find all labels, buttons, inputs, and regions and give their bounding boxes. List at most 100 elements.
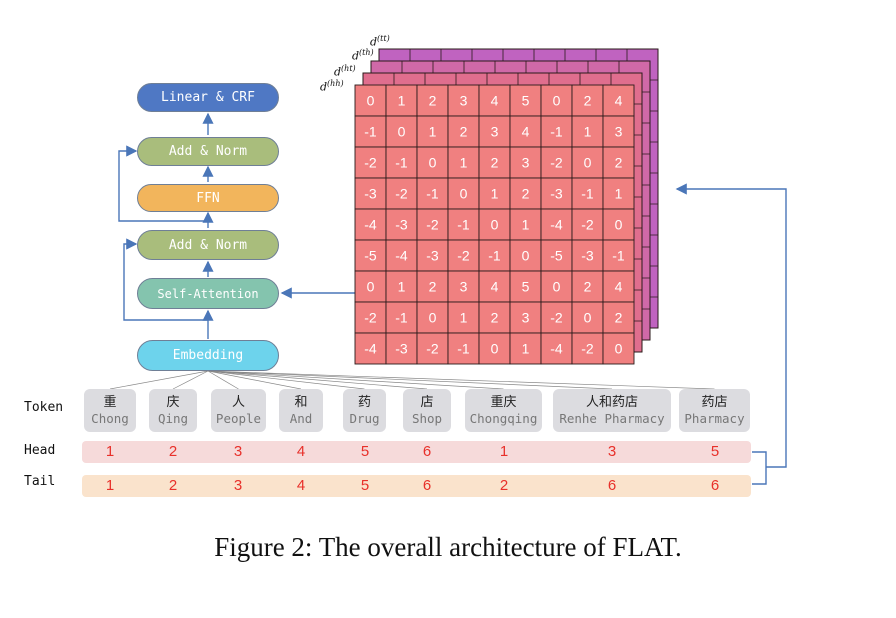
- token-chinese: 人: [231, 394, 245, 410]
- matrix-cell-value: -2: [426, 217, 439, 233]
- matrix-cell-value: 4: [491, 93, 499, 109]
- matrix-cell-value: 0: [615, 341, 623, 357]
- matrix-cell: [602, 115, 635, 148]
- tail-band: [82, 475, 751, 497]
- token-pinyin: Chongqing: [469, 410, 538, 426]
- matrix-cell-value: 2: [429, 279, 437, 295]
- matrix-cell-value: -3: [395, 217, 408, 233]
- token-chinese: 人和药店: [585, 394, 638, 410]
- matrix-cell-value: 2: [491, 155, 499, 171]
- matrix-cell-value: 1: [460, 155, 468, 171]
- head-value: 1: [105, 443, 115, 460]
- bracket-head-tail: [752, 451, 767, 485]
- matrix-cell: [385, 239, 418, 272]
- matrix-cell: [447, 177, 480, 210]
- head-band: [82, 441, 751, 463]
- matrix-cell-value: 0: [367, 93, 375, 109]
- matrix-cell-value: -1: [612, 248, 625, 264]
- head-value: 2: [168, 443, 178, 460]
- embedding-fan-line: [207, 370, 428, 390]
- matrix-cell-value: 0: [522, 248, 530, 264]
- token-chinese: 和: [294, 394, 308, 410]
- embedding-fan-line: [207, 370, 239, 390]
- matrix-cell-value: -1: [581, 186, 594, 202]
- tail-value: 2: [499, 477, 509, 494]
- matrix-cell: [416, 208, 449, 241]
- matrix-cell: [354, 332, 387, 365]
- token-pinyin: People: [215, 410, 262, 426]
- label-d-hh: d(hh): [320, 79, 344, 94]
- token-pinyin: And: [289, 410, 313, 426]
- matrix-cell-value: 4: [522, 124, 530, 140]
- matrix-cell-value: 1: [429, 124, 437, 140]
- matrix-cell-value: 0: [429, 310, 437, 326]
- matrix-cell-value: -2: [550, 155, 563, 171]
- matrix-cell: [354, 115, 387, 148]
- matrix-cell: [416, 84, 449, 117]
- matrix-cell-value: 4: [615, 93, 623, 109]
- matrix-cell-value: -4: [550, 341, 563, 357]
- token-chinese: 店: [420, 394, 434, 410]
- add-norm-top-block: Add & Norm: [137, 137, 279, 166]
- matrix-cell-value: 0: [429, 155, 437, 171]
- matrix-cell: [478, 332, 511, 365]
- matrix-cell-value: 2: [584, 279, 592, 295]
- head-value: 1: [499, 443, 509, 460]
- matrix-cell: [478, 208, 511, 241]
- matrix-cell-value: -2: [364, 310, 377, 326]
- matrix-cell-value: 3: [491, 124, 499, 140]
- matrix-cell: [540, 177, 573, 210]
- matrix-cell-value: -2: [581, 341, 594, 357]
- matrix-cell-value: -3: [426, 248, 439, 264]
- matrix-cell: [540, 208, 573, 241]
- matrix-cell-value: 1: [398, 279, 406, 295]
- matrix-cell-value: 2: [522, 186, 530, 202]
- token-pinyin: Shop: [411, 410, 443, 426]
- linear-crf-block: Linear & CRF: [137, 83, 279, 112]
- matrix-cell-value: 0: [367, 279, 375, 295]
- matrix-cell: [385, 177, 418, 210]
- matrix-cell-value: 4: [491, 279, 499, 295]
- head-value: 5: [360, 443, 370, 460]
- token-box: 重庆 Chongqing: [465, 389, 542, 432]
- tail-value: 3: [233, 477, 243, 494]
- matrix-cell: [540, 332, 573, 365]
- matrix-cell: [385, 301, 418, 334]
- matrix-cell-value: 3: [522, 155, 530, 171]
- matrix-cell-value: 0: [398, 124, 406, 140]
- matrix-cell: [509, 84, 542, 117]
- matrix-cell: [602, 84, 635, 117]
- head-value: 4: [296, 443, 306, 460]
- token-chinese: 庆: [166, 394, 180, 410]
- residual-connection-lower: [123, 238, 208, 321]
- matrix-cell-value: -5: [550, 248, 563, 264]
- matrix-cell: [416, 239, 449, 272]
- matrix-cell-value: 1: [398, 93, 406, 109]
- matrix-cell-value: 3: [460, 279, 468, 295]
- matrix-cell-value: -2: [364, 155, 377, 171]
- tail-value: 5: [360, 477, 370, 494]
- matrix-cell: [602, 332, 635, 365]
- tail-value: 1: [105, 477, 115, 494]
- matrix-cell: [509, 115, 542, 148]
- matrix-cell-value: 5: [522, 279, 530, 295]
- matrix-cell: [478, 84, 511, 117]
- matrix-cell-value: -3: [581, 248, 594, 264]
- matrix-cell-value: 0: [491, 217, 499, 233]
- matrix-cell-value: 1: [460, 310, 468, 326]
- token-box: 人 People: [211, 389, 266, 432]
- matrix-cell: [571, 208, 604, 241]
- embedding-fan-line: [109, 370, 209, 390]
- matrix-cell-value: -5: [364, 248, 377, 264]
- matrix-cell-value: 2: [429, 93, 437, 109]
- matrix-cell-value: 2: [615, 155, 623, 171]
- matrix-cell: [602, 270, 635, 303]
- self-attention-block: Self-Attention: [137, 278, 279, 309]
- matrix-cell-value: 2: [615, 310, 623, 326]
- matrix-cell-value: 5: [522, 93, 530, 109]
- matrix-cell-value: 1: [522, 217, 530, 233]
- matrix-cell-value: 0: [553, 279, 561, 295]
- head-value: 5: [710, 443, 720, 460]
- matrix-cell-value: 2: [584, 93, 592, 109]
- matrix-cell: [509, 146, 542, 179]
